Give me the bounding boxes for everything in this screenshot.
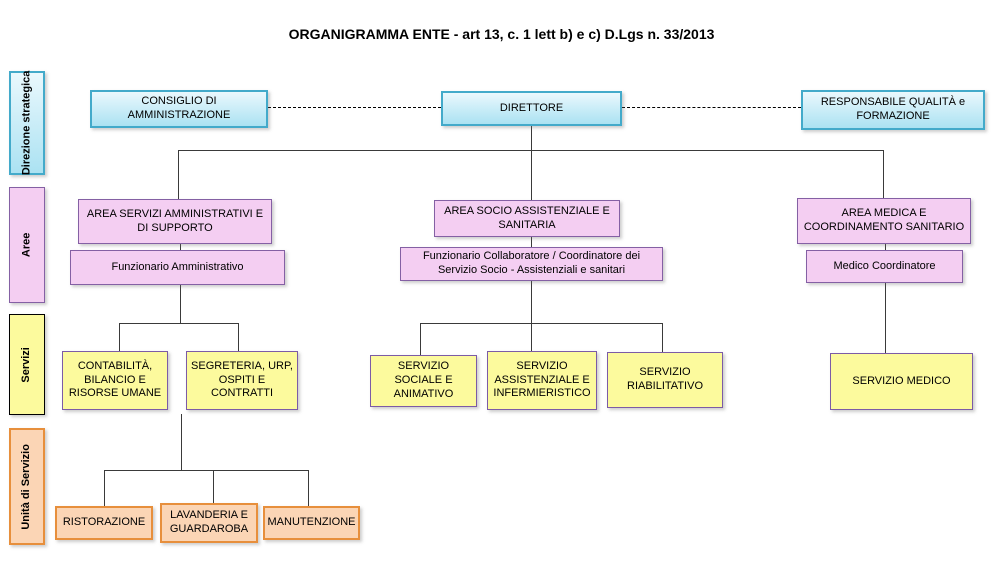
node-servizio-riabilitativo: SERVIZIO RIABILITATIVO (607, 352, 723, 408)
connector (119, 323, 120, 351)
connector (885, 244, 886, 250)
node-responsabile-qualita: RESPONSABILE QUALITÀ e FORMAZIONE (801, 90, 985, 130)
node-segreteria: SEGRETERIA, URP, OSPITI E CONTRATTI (186, 351, 298, 410)
connector (213, 470, 214, 503)
connector (180, 285, 181, 323)
node-servizio-sociale: SERVIZIO SOCIALE E ANIMATIVO (370, 355, 477, 407)
connector (104, 470, 105, 506)
node-direttore: DIRETTORE (441, 91, 622, 126)
sidebar-direzione-strategica-label: Direzione strategica (20, 70, 33, 176)
node-contabilita: CONTABILITÀ, BILANCIO E RISORSE UMANE (62, 351, 168, 410)
connector (531, 126, 532, 150)
node-medico-coordinatore: Medico Coordinatore (806, 250, 963, 283)
node-area-amministrativa: AREA SERVIZI AMMINISTRATIVI E DI SUPPORT… (78, 199, 272, 244)
connector (420, 323, 663, 324)
sidebar-servizi: Servizi (9, 314, 45, 415)
connector (420, 323, 421, 355)
node-lavanderia: LAVANDERIA E GUARDAROBA (160, 503, 258, 543)
connector (662, 323, 663, 352)
connector (180, 243, 181, 250)
connector (119, 323, 239, 324)
sidebar-servizi-label: Servizi (20, 346, 33, 383)
connector (885, 283, 886, 353)
node-funzionario-collaboratore: Funzionario Collaboratore / Coordinatore… (400, 247, 663, 281)
sidebar-direzione-strategica: Direzione strategica (9, 71, 45, 175)
node-manutenzione: MANUTENZIONE (263, 506, 360, 540)
connector (531, 237, 532, 247)
node-ristorazione: RISTORAZIONE (55, 506, 153, 540)
connector (883, 150, 884, 198)
chart-title: ORGANIGRAMMA ENTE - art 13, c. 1 lett b)… (288, 26, 715, 42)
connector (178, 150, 179, 199)
sidebar-aree: Aree (9, 187, 45, 303)
node-consiglio: CONSIGLIO DI AMMINISTRAZIONE (90, 90, 268, 128)
sidebar-aree-label: Aree (20, 232, 33, 258)
connector (531, 281, 532, 323)
connector-dashed-consiglio-direttore (268, 107, 441, 108)
connector (308, 470, 309, 506)
sidebar-unita-di-servizio-label: Unità di Servizio (20, 443, 33, 530)
connector (531, 323, 532, 351)
node-area-socio-sanitaria: AREA SOCIO ASSISTENZIALE E SANITARIA (434, 200, 620, 237)
connector-dashed-direttore-responsabile (622, 107, 801, 108)
connector (181, 414, 182, 470)
node-area-medica: AREA MEDICA E COORDINAMENTO SANITARIO (797, 198, 971, 244)
connector (531, 150, 532, 200)
node-servizio-assistenziale: SERVIZIO ASSISTENZIALE E INFERMIERISTICO (487, 351, 597, 410)
node-funzionario-amministrativo: Funzionario Amministrativo (70, 250, 285, 285)
node-servizio-medico: SERVIZIO MEDICO (830, 353, 973, 410)
connector (104, 470, 309, 471)
connector (238, 323, 239, 351)
sidebar-unita-di-servizio: Unità di Servizio (9, 428, 45, 545)
